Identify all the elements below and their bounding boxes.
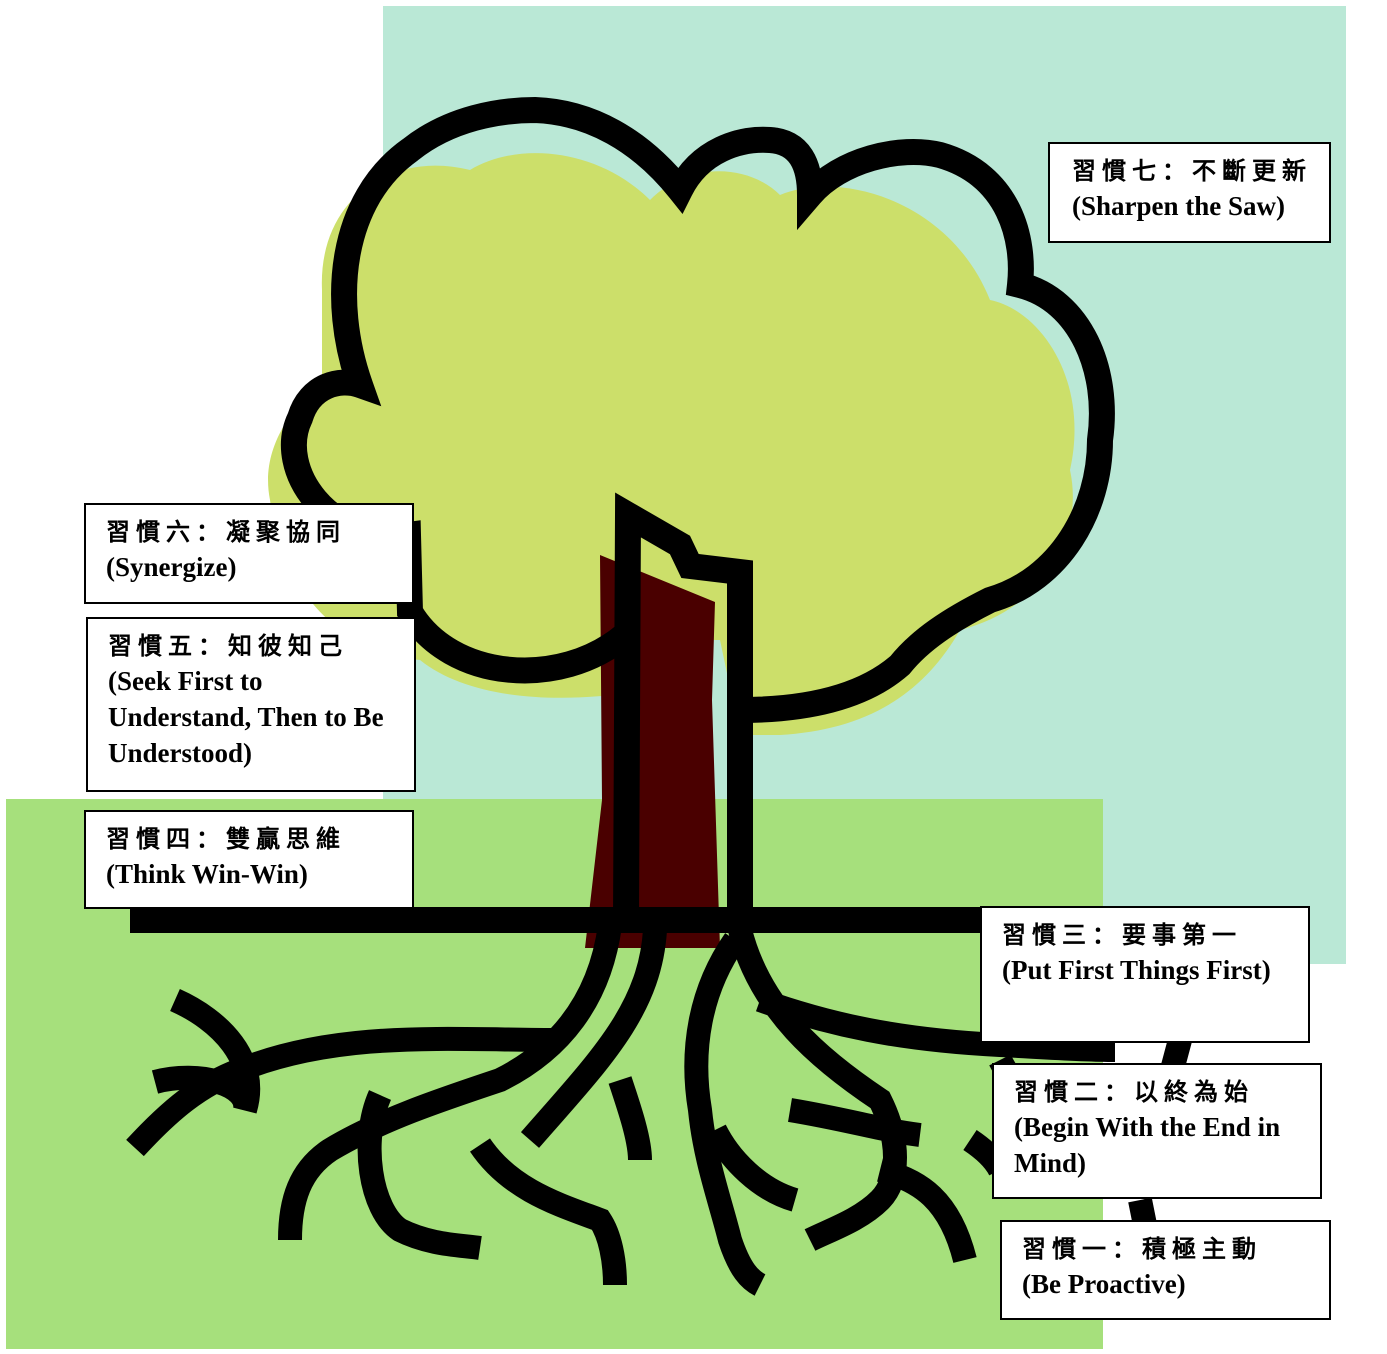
habit-2-english: (Begin With the End in Mind) bbox=[1014, 1112, 1281, 1178]
habit-6-label: 習慣六：凝聚協同 (Synergize) bbox=[84, 503, 414, 604]
habit-6-title: 習慣六：凝聚協同 bbox=[106, 518, 346, 546]
habit-4-title: 習慣四：雙贏思維 bbox=[106, 825, 346, 853]
habit-1-title: 習慣一：積極主動 bbox=[1022, 1235, 1262, 1263]
habit-3-title: 習慣三：要事第一 bbox=[1002, 921, 1242, 949]
roots bbox=[126, 923, 1192, 1296]
canopy-outline bbox=[281, 96, 1115, 723]
habit-2-title: 習慣二：以終為始 bbox=[1014, 1078, 1254, 1106]
habit-3-label: 習慣三：要事第一 (Put First Things First) bbox=[980, 906, 1310, 1043]
trunk-outline bbox=[613, 492, 753, 921]
foliage-fill bbox=[268, 153, 1075, 735]
trunk-fill bbox=[585, 555, 720, 948]
habit-7-label: 習慣七：不斷更新 (Sharpen the Saw) bbox=[1048, 142, 1331, 243]
habit-5-title: 習慣五：知彼知己 bbox=[108, 632, 348, 660]
habit-1-label: 習慣一：積極主動 (Be Proactive) bbox=[1000, 1220, 1331, 1320]
habit-2-label: 習慣二：以終為始 (Begin With the End in Mind) bbox=[992, 1063, 1322, 1199]
habit-1-english: (Be Proactive) bbox=[1022, 1269, 1186, 1299]
habit-3-english: (Put First Things First) bbox=[1002, 955, 1271, 985]
habit-5-english: (Seek First to Understand, Then to Be Un… bbox=[108, 666, 384, 768]
habit-6-english: (Synergize) bbox=[106, 552, 237, 582]
habit-4-label: 習慣四：雙贏思維 (Think Win-Win) bbox=[84, 810, 414, 909]
habit-7-english: (Sharpen the Saw) bbox=[1072, 191, 1286, 221]
habit-5-label: 習慣五：知彼知己 (Seek First to Understand, Then… bbox=[86, 617, 416, 792]
habit-7-title: 習慣七：不斷更新 bbox=[1072, 157, 1312, 185]
habit-4-english: (Think Win-Win) bbox=[106, 859, 308, 889]
